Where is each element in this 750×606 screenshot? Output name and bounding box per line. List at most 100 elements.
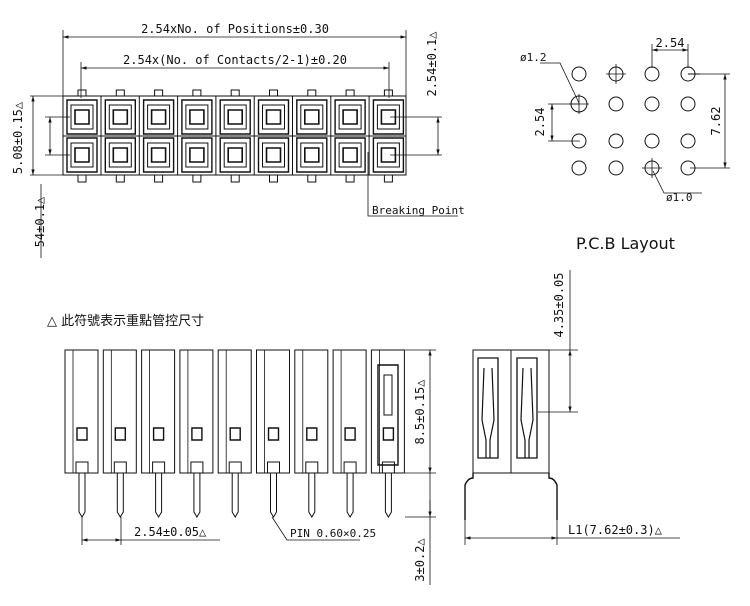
pin-stub-top bbox=[155, 90, 163, 96]
pin-size-label: PIN 0.60×0.25 bbox=[290, 527, 376, 540]
side-housing bbox=[295, 350, 328, 473]
contact-cell-hole bbox=[152, 110, 166, 124]
pcb-hole bbox=[645, 67, 659, 81]
contact-cell-outer bbox=[297, 138, 327, 172]
side-housing bbox=[103, 350, 136, 473]
end-contact-spring bbox=[482, 368, 494, 458]
pcb-hole bbox=[681, 97, 695, 111]
side-pin-shoulder bbox=[229, 462, 241, 473]
side-pin-tail bbox=[309, 473, 315, 517]
contact-cell-mid bbox=[263, 105, 285, 129]
contact-cell-outer bbox=[259, 100, 289, 134]
side-housing bbox=[257, 350, 290, 473]
pcb-layout bbox=[569, 64, 700, 178]
side-pin-shoulder bbox=[76, 462, 88, 473]
side-pin-tail bbox=[156, 473, 162, 517]
contact-span-label: 2.54x(No. of Contacts/2-1)±0.20 bbox=[123, 53, 347, 67]
pcb-hole bbox=[609, 97, 623, 111]
side-housing bbox=[180, 350, 213, 473]
pin-stub-bottom bbox=[231, 175, 239, 182]
pcb-hole bbox=[572, 161, 586, 175]
side-housing bbox=[142, 350, 175, 473]
side-pin-tail bbox=[117, 473, 123, 517]
end-cavity bbox=[517, 358, 537, 458]
pcb-row-span-label: 7.62 bbox=[709, 107, 723, 136]
pcb-hole bbox=[572, 67, 586, 81]
pin-stub-bottom bbox=[270, 175, 278, 182]
side-pin-shoulder bbox=[306, 462, 318, 473]
side-housing bbox=[218, 350, 251, 473]
contact-cell-hole bbox=[113, 110, 127, 124]
side-window bbox=[345, 428, 355, 440]
pin-stub-bottom bbox=[78, 175, 86, 182]
pin-stub-top bbox=[384, 90, 392, 96]
contact-cell-mid bbox=[339, 143, 361, 167]
contact-cell-mid bbox=[148, 105, 170, 129]
side-dimensions bbox=[82, 350, 436, 585]
side-pin-tail bbox=[347, 473, 353, 517]
pcb-hole-large-label: ø1.2 bbox=[520, 51, 547, 64]
side-window bbox=[383, 428, 393, 440]
contact-cell-outer bbox=[297, 100, 327, 134]
side-window bbox=[307, 428, 317, 440]
side-window bbox=[77, 428, 87, 440]
side-housing bbox=[65, 350, 98, 473]
contact-cell-outer bbox=[335, 138, 365, 172]
contact-cell-mid bbox=[224, 105, 246, 129]
pin-stub-top bbox=[78, 90, 86, 96]
contact-cell-hole bbox=[305, 110, 319, 124]
pcb-pitch-v-label: 2.54 bbox=[533, 108, 547, 137]
end-view bbox=[465, 350, 557, 520]
row-pitch-label: 2.54±0.1△ bbox=[425, 31, 439, 97]
contact-cell-hole bbox=[343, 148, 357, 162]
contact-cell-outer bbox=[220, 100, 250, 134]
contact-cell-mid bbox=[109, 143, 131, 167]
body-height-label: 5.08±0.15△ bbox=[11, 101, 25, 174]
pin-stub-bottom bbox=[116, 175, 124, 182]
contact-cell-outer bbox=[220, 138, 250, 172]
side-pin-shoulder bbox=[268, 462, 280, 473]
side-window bbox=[115, 428, 125, 440]
pin-stub-top bbox=[193, 90, 201, 96]
side-cutaway-contact bbox=[384, 375, 392, 415]
pcb-hole bbox=[681, 134, 695, 148]
pcb-hole bbox=[609, 161, 623, 175]
side-window bbox=[154, 428, 164, 440]
contact-cell-mid bbox=[71, 143, 93, 167]
pin-stub-top bbox=[116, 90, 124, 96]
end-legs bbox=[465, 473, 557, 520]
side-view bbox=[65, 350, 404, 517]
side-pin-tail bbox=[232, 473, 238, 517]
side-pin-shoulder bbox=[191, 462, 203, 473]
pin-stub-bottom bbox=[384, 175, 392, 182]
end-dimensions bbox=[465, 270, 680, 545]
side-pin-shoulder bbox=[344, 462, 356, 473]
pin-stub-bottom bbox=[155, 175, 163, 182]
side-window bbox=[269, 428, 279, 440]
pin-stub-bottom bbox=[193, 175, 201, 182]
side-housing bbox=[371, 350, 404, 473]
pcb-hole-small-label: ø1.0 bbox=[666, 191, 693, 204]
contact-cell-hole bbox=[75, 110, 89, 124]
side-pin-shoulder bbox=[114, 462, 126, 473]
end-row-span-label: L1(7.62±0.3)△ bbox=[568, 523, 663, 537]
pin-stub-top bbox=[231, 90, 239, 96]
contact-cell-outer bbox=[182, 100, 212, 134]
top-view bbox=[63, 90, 406, 182]
end-contact-spring bbox=[521, 368, 533, 458]
top-dimensions bbox=[30, 30, 458, 216]
contact-cell-hole bbox=[343, 110, 357, 124]
pin-stub-bottom bbox=[346, 175, 354, 182]
side-pin-shoulder bbox=[382, 462, 394, 473]
contact-cell-hole bbox=[113, 148, 127, 162]
overall-length-label: 2.54xNo. of Positions±0.30 bbox=[141, 22, 329, 36]
contact-cell-mid bbox=[301, 105, 323, 129]
contact-cell-outer bbox=[144, 138, 174, 172]
pin-height-label: 54±0.1△ bbox=[33, 196, 47, 247]
side-cutaway bbox=[378, 365, 398, 465]
contact-cell-hole bbox=[305, 148, 319, 162]
pin-stub-top bbox=[308, 90, 316, 96]
contact-cell-mid bbox=[186, 143, 208, 167]
